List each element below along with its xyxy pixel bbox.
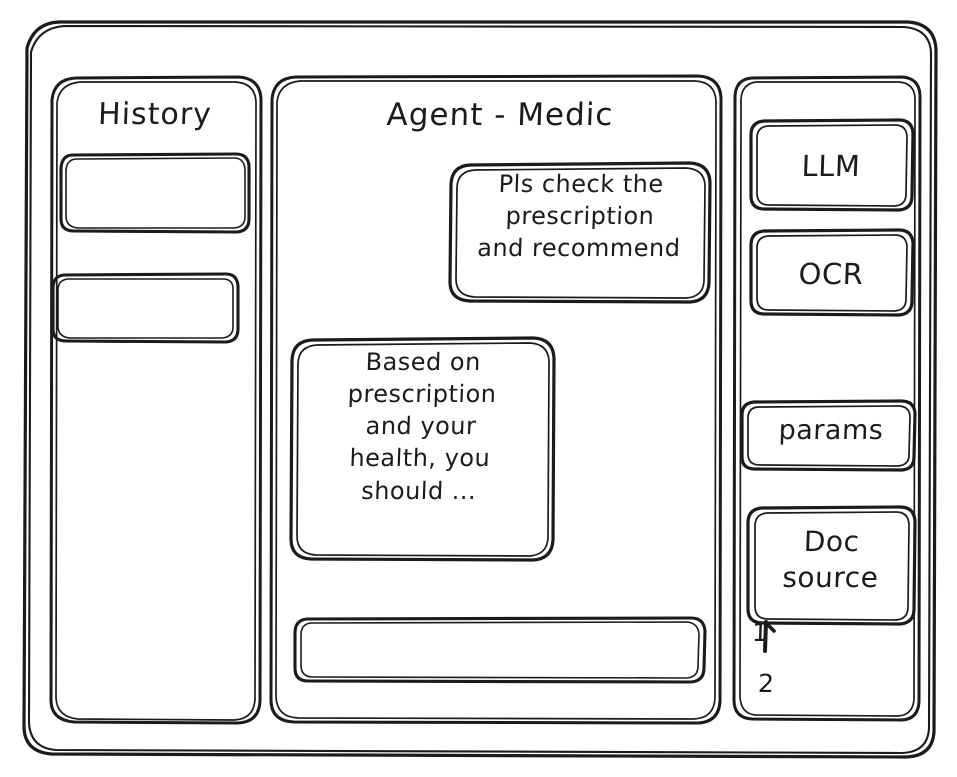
doc-source-button[interactable] [748,507,915,624]
user-message-bubble [450,163,710,302]
history-item-2[interactable] [53,274,238,342]
history-item-1[interactable] [61,154,249,232]
assistant-message-bubble [291,338,554,560]
tool-ocr-button[interactable] [751,230,913,315]
message-input[interactable] [295,618,705,682]
params-button[interactable] [742,401,915,470]
tool-llm-button[interactable] [751,120,913,210]
